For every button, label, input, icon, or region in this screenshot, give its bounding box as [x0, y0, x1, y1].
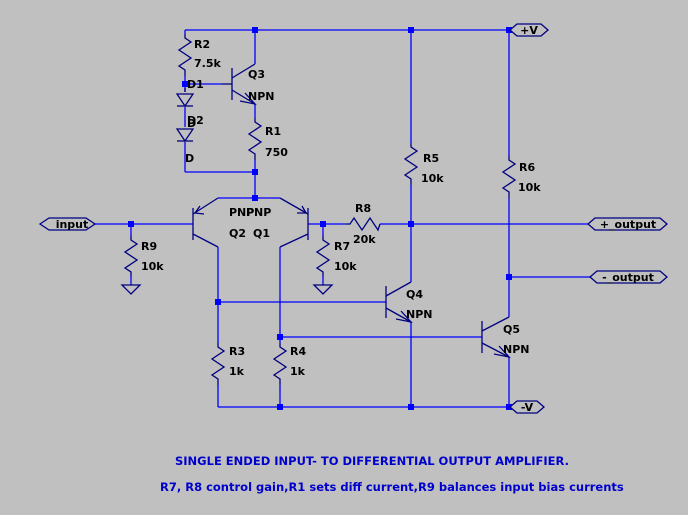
- wires: [95, 29, 590, 408]
- label-q2-type: PNP: [229, 206, 254, 219]
- label-r7-value: 10k: [334, 260, 357, 273]
- junction-dot: [408, 221, 414, 227]
- junction-dot: [252, 169, 258, 175]
- label-q2-name: Q2: [229, 227, 246, 240]
- transistor-q5[interactable]: [481, 316, 511, 359]
- label-d2-name: D2: [187, 114, 204, 127]
- junction-dot: [320, 221, 326, 227]
- resistor-r3[interactable]: [210, 343, 226, 385]
- label-r3-name: R3: [229, 345, 245, 358]
- label-r6-name: R6: [519, 161, 535, 174]
- label-q1-type: PNP: [246, 206, 271, 219]
- svg-text:+_output: +_output: [600, 218, 656, 231]
- svg-text:input: input: [56, 218, 89, 231]
- junction-dot: [506, 404, 512, 410]
- label-r4-name: R4: [290, 345, 306, 358]
- schematic-title-note: SINGLE ENDED INPUT- TO DIFFERENTIAL OUTP…: [175, 454, 569, 468]
- transistor-q2[interactable]: [192, 197, 219, 248]
- label-r1-name: R1: [265, 125, 281, 138]
- junction-dot: [506, 27, 512, 33]
- label-r5-name: R5: [423, 152, 439, 165]
- junction-dot: [277, 334, 283, 340]
- net-flag-vminus[interactable]: -V: [509, 400, 545, 414]
- label-q3-name: Q3: [248, 68, 265, 81]
- net-flag-out-minus[interactable]: -_output: [589, 270, 668, 284]
- label-d1-name: D1: [187, 78, 204, 91]
- label-r8-value: 20k: [353, 233, 376, 246]
- resistor-r9[interactable]: [123, 236, 139, 276]
- label-d1-value: D: [187, 117, 196, 130]
- resistor-r1[interactable]: [247, 118, 263, 160]
- ground-symbol-r7: [312, 284, 334, 295]
- label-r8-name: R8: [355, 202, 371, 215]
- junction-dot: [506, 274, 512, 280]
- schematic-description-note: R7, R8 control gain,R1 sets diff current…: [160, 480, 624, 494]
- junction-dot: [182, 81, 188, 87]
- junction-dot: [277, 404, 283, 410]
- label-r1-value: 750: [265, 146, 288, 159]
- label-d2-value: D: [185, 152, 194, 165]
- svg-text:+V: +V: [520, 24, 538, 37]
- junction-dot: [408, 404, 414, 410]
- net-flag-out-plus[interactable]: +_output: [587, 217, 668, 231]
- label-q4-name: Q4: [406, 288, 423, 301]
- label-q3-type: NPN: [248, 90, 274, 103]
- label-r7-name: R7: [334, 240, 350, 253]
- junction-dot: [215, 299, 221, 305]
- label-q5-type: NPN: [503, 343, 529, 356]
- resistor-r8[interactable]: [346, 216, 381, 232]
- label-r2-value: 7.5k: [194, 57, 221, 70]
- transistor-q1[interactable]: [279, 197, 309, 248]
- resistor-r2[interactable]: [177, 34, 193, 76]
- label-q4-type: NPN: [406, 308, 432, 321]
- net-flag-input[interactable]: input: [38, 217, 97, 231]
- label-r2-name: R2: [194, 38, 210, 51]
- label-r9-value: 10k: [141, 260, 164, 273]
- transistor-q3[interactable]: [222, 63, 257, 106]
- diode-d1[interactable]: [175, 88, 195, 108]
- transistor-q4[interactable]: [385, 281, 413, 324]
- component-labels: R2 7.5k D1 D2 D D Q3 NPN R1 750 PNP PNP …: [141, 38, 541, 378]
- junction-dot: [128, 221, 134, 227]
- resistor-r5[interactable]: [403, 143, 419, 185]
- resistor-r4[interactable]: [272, 343, 288, 385]
- label-r6-value: 10k: [518, 181, 541, 194]
- label-r5-value: 10k: [421, 172, 444, 185]
- junction-dot: [252, 195, 258, 201]
- label-q1-name: Q1: [253, 227, 270, 240]
- junction-dot: [252, 27, 258, 33]
- ground-symbol-r9: [120, 284, 142, 295]
- svg-text:-V: -V: [521, 401, 534, 414]
- label-r4-value: 1k: [290, 365, 306, 378]
- label-r9-name: R9: [141, 240, 157, 253]
- resistor-r7[interactable]: [315, 236, 331, 276]
- resistor-r6[interactable]: [501, 156, 517, 198]
- junction-dot: [408, 27, 414, 33]
- svg-text:-_output: -_output: [602, 271, 654, 284]
- label-r3-value: 1k: [229, 365, 245, 378]
- label-q5-name: Q5: [503, 323, 520, 336]
- net-flag-vplus[interactable]: +V: [509, 23, 549, 37]
- junctions: [128, 27, 512, 410]
- diode-d2[interactable]: [175, 128, 195, 143]
